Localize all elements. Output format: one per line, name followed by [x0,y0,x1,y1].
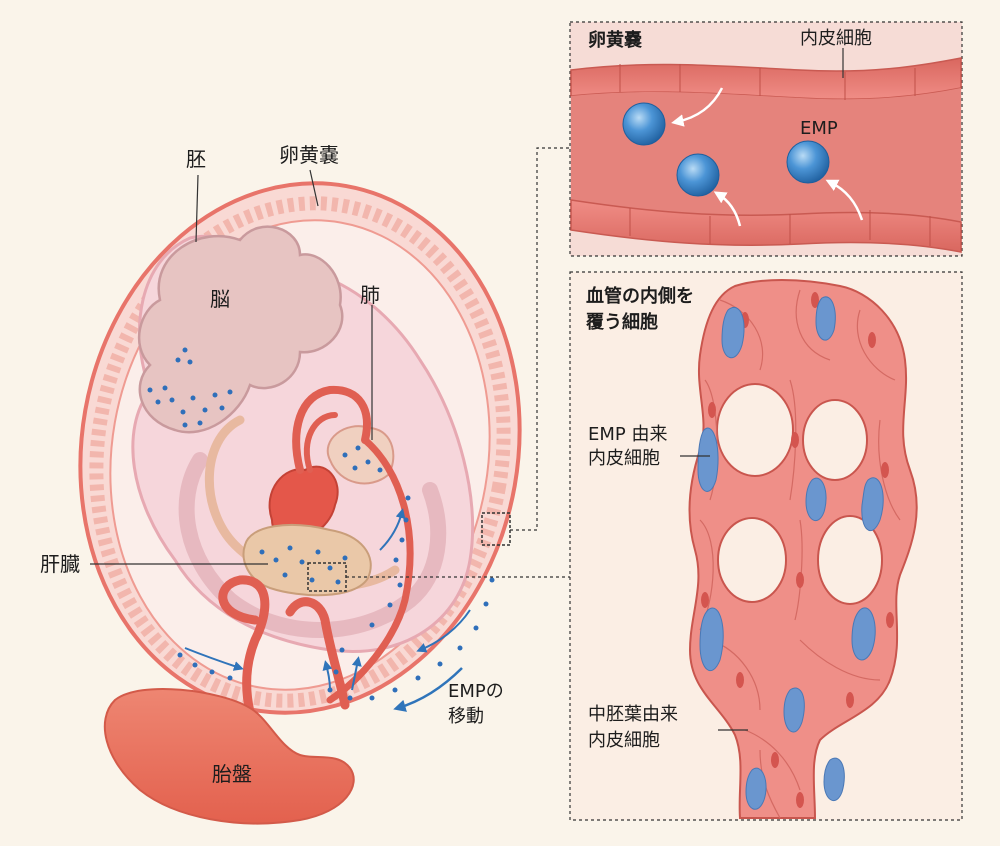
emp-budding-arrow-icon [671,87,724,127]
panel-bottom-title-2: 覆う細胞 [586,311,658,333]
migration-arrow-icon [184,647,244,671]
brain-emp-cells [147,347,233,428]
vitelline-emp-cells [177,495,495,701]
label-meso-derived-1: 中胚葉由来 [588,704,678,725]
umbilical-vessel-2 [285,597,350,710]
yolk-sac-wall [89,196,511,708]
label-embryo: 胚 [186,147,206,171]
placenta [103,687,355,825]
vessel-wall-lower [570,199,962,253]
cell-nuclei [701,292,894,808]
vessel-gap [717,517,787,603]
label-liver: 肝臓 [40,552,80,576]
yolk-sac-illustration [78,181,522,825]
label-emp-migration-1: EMPの [448,681,504,702]
emp-cell-icon [622,102,666,146]
lung [326,425,395,485]
embryo-inner-fold [178,452,447,638]
brain [137,225,344,434]
migration-arrow-icon [379,508,406,551]
migration-arrow-icon [416,609,471,653]
label-lung: 肺 [360,283,380,307]
panel-yolk-sac-vessel [569,21,963,257]
vessel-lumen [571,88,961,222]
endothelial-cell-borders [619,64,931,246]
dorsal-aorta [326,436,414,704]
label-emp: EMP [800,118,838,139]
panel-bottom-title-1: 血管の内側を [586,285,694,307]
vessel-gap [817,515,883,605]
panel-vascular-network [569,271,963,821]
label-emp-derived-1: EMP 由来 [588,424,667,445]
leader-lines [90,147,570,578]
aortic-arch-2 [303,412,338,473]
emp-migration-arrow-icon [393,667,463,712]
label-emp-migration-2: 移動 [448,706,484,727]
emp-budding-arrow-icon [825,179,864,221]
panel-top-title: 卵黄嚢 [588,29,643,51]
label-meso-derived-2: 内皮細胞 [588,730,660,751]
emp-budding-arrow-icon [713,191,742,227]
aortic-arch [292,385,371,474]
label-yolk-sac: 卵黄嚢 [279,143,339,167]
emp-cell-icon [786,140,830,184]
vessel-gap [802,399,868,481]
emp-derived-endothelial-cells [697,296,884,810]
vessel-gap [716,383,794,477]
emp-cell-icon [676,153,720,197]
label-endothelium: 内皮細胞 [800,28,872,49]
migration-arrow-icon [351,656,362,691]
label-emp-derived-2: 内皮細胞 [588,448,660,469]
label-brain: 脳 [210,287,230,311]
liver-emp-cells [259,545,348,585]
umbilical-vessel-1 [218,575,270,717]
label-placenta: 胎盤 [212,762,252,786]
migration-arrow-icon [322,660,333,691]
